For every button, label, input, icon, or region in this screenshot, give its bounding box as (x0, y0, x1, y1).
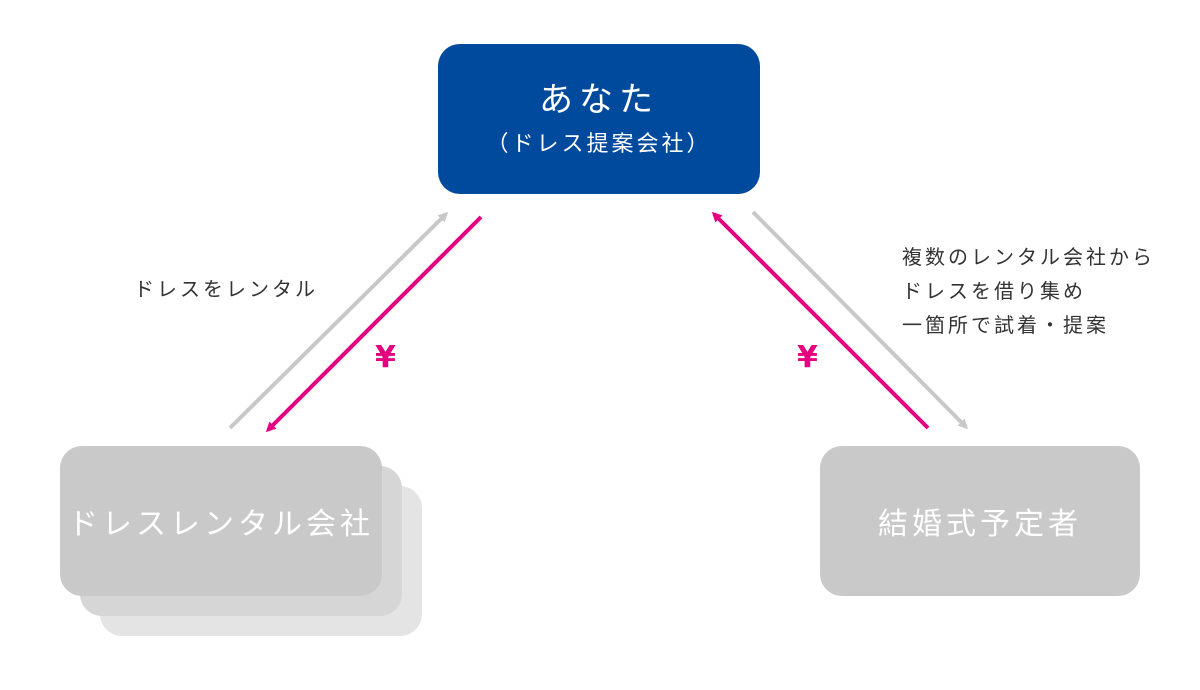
arrow-couple-to-you-payment (711, 211, 930, 430)
node-you-title: あなた (539, 79, 659, 120)
arrow-rental-to-you (228, 211, 449, 430)
yen-icon-right: ¥ (797, 340, 818, 375)
annotation-line-2: ドレスを借り集め (902, 279, 1086, 303)
node-dress-rental-label: ドレスレンタル会社 (68, 507, 374, 542)
node-you-dress-proposal-company: あなた （ドレス提案会社） (438, 44, 760, 194)
arrow-you-to-couple (751, 210, 969, 430)
annotation-line-1: 複数のレンタル会社から (902, 245, 1155, 269)
node-you-subtitle: （ドレス提案会社） (486, 132, 712, 158)
node-wedding-couple-label: 結婚式予定者 (878, 507, 1082, 542)
yen-icon-left: ¥ (375, 340, 396, 375)
node-wedding-couple: 結婚式予定者 (820, 446, 1140, 596)
annotation-service-description: 複数のレンタル会社から ドレスを借り集め 一箇所で試着・提案 (902, 240, 1155, 342)
node-dress-rental-companies: ドレスレンタル会社 (60, 446, 382, 596)
annotation-line-3: 一箇所で試着・提案 (902, 313, 1109, 337)
annotation-rent-dress: ドレスをレンタル (134, 277, 318, 301)
arrow-you-to-rental-payment (265, 215, 483, 433)
